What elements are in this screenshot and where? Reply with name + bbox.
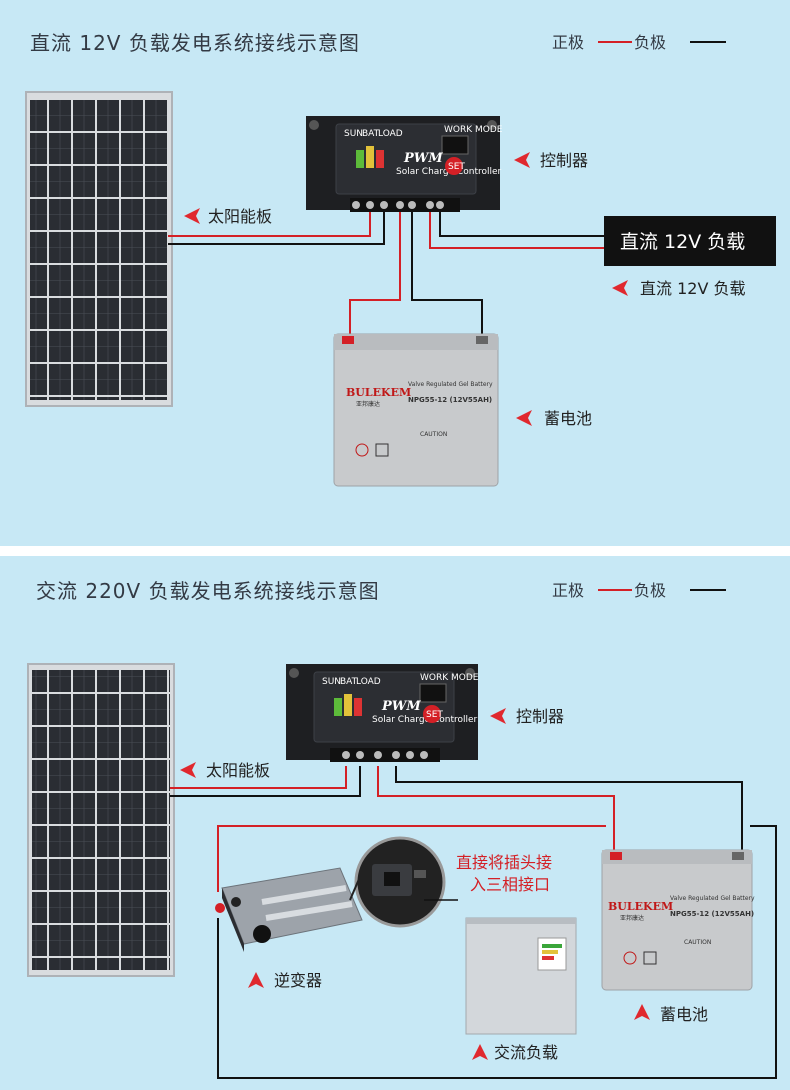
ac-title: 交流 220V 负载发电系统接线示意图 xyxy=(36,579,380,603)
inverter-arrow-icon xyxy=(248,972,264,988)
dc-solar-label: 太阳能板 xyxy=(208,207,272,226)
dc-title: 直流 12V 负载发电系统接线示意图 xyxy=(30,31,360,55)
controller-brand: PWM xyxy=(403,151,443,166)
battery2-logo-text: 亚邦康达 xyxy=(620,914,644,922)
solar-arrow-icon xyxy=(184,208,200,224)
battery-arrow-icon-2 xyxy=(634,1004,650,1020)
ac-inverter-label: 逆变器 xyxy=(274,971,322,990)
refrigerator-image xyxy=(465,917,577,1035)
dc-load-box-label: 直流 12V 负载 xyxy=(620,231,745,253)
controller-set-button xyxy=(445,157,463,175)
controller-arrow-icon-2 xyxy=(490,708,506,724)
ac-battery-label: 蓄电池 xyxy=(660,1005,708,1024)
controller2-brand: PWM xyxy=(381,699,421,714)
battery2-model: NPG55-12 (12V55AH) xyxy=(670,910,754,918)
controller-arrow-icon xyxy=(514,152,530,168)
battery2-brand: BULEKEM xyxy=(608,900,673,913)
controller-status-load: LOAD xyxy=(378,129,403,139)
legend-top: 正极 负极 xyxy=(552,33,726,52)
legend-positive-label-2: 正极 xyxy=(552,581,584,600)
controller2-set-label: SET xyxy=(426,710,443,720)
battery-model: NPG55-12 (12V55AH) xyxy=(408,396,492,404)
panel-divider xyxy=(0,546,790,556)
legend-positive-label: 正极 xyxy=(552,33,584,52)
battery-brand: BULEKEM xyxy=(346,386,411,399)
ac-wires xyxy=(170,766,777,1079)
battery-subtitle: Valve Regulated Gel Battery xyxy=(408,381,493,388)
charge-controller-image-2: SUN BAT LOAD WORK MODE PWM Solar Charge … xyxy=(286,664,479,762)
ac-controller-label: 控制器 xyxy=(516,707,564,726)
solar-arrow-icon-2 xyxy=(180,762,196,778)
controller-mode-label: WORK MODE xyxy=(444,125,503,135)
battery-image: BULEKEM Valve Regulated Gel Battery NPG5… xyxy=(333,333,499,487)
ac-note-line2: 入三相接口 xyxy=(470,875,550,894)
load-arrow-icon-2 xyxy=(472,1044,488,1060)
dc-battery-label: 蓄电池 xyxy=(544,409,592,428)
ac-solar-label: 太阳能板 xyxy=(206,761,270,780)
controller-set-label: SET xyxy=(448,162,465,172)
dc-load-label: 直流 12V 负载 xyxy=(640,279,745,298)
controller2-set-button xyxy=(423,705,441,723)
inverter-socket-zoom xyxy=(354,836,446,928)
controller2-status-bat: BAT xyxy=(340,677,358,687)
battery-caution: CAUTION xyxy=(420,431,447,438)
dc-load-box xyxy=(604,216,776,266)
battery-arrow-icon xyxy=(516,410,532,426)
solar-panel-image xyxy=(25,91,173,407)
inverter-image xyxy=(215,867,363,952)
legend-negative-label-2: 负极 xyxy=(634,581,666,600)
battery2-subtitle: Valve Regulated Gel Battery xyxy=(670,895,755,902)
ac-load-label: 交流负载 xyxy=(494,1043,558,1062)
legend-negative-label: 负极 xyxy=(634,33,666,52)
zoom-connector xyxy=(349,871,363,901)
load-arrow-icon xyxy=(612,280,628,296)
solar-panel-image-2 xyxy=(27,663,175,977)
dc-controller-label: 控制器 xyxy=(540,151,588,170)
controller-status-bat: BAT xyxy=(362,129,380,139)
battery-logo-text: 亚邦康达 xyxy=(356,400,380,408)
controller2-status-load: LOAD xyxy=(356,677,381,687)
dc-wires xyxy=(168,212,604,340)
controller2-status-sun: SUN xyxy=(322,677,341,687)
charge-controller-image: SUN BAT LOAD WORK MODE PWM Solar Charge … xyxy=(306,116,503,212)
battery-image-2: BULEKEM Valve Regulated Gel Battery NPG5… xyxy=(601,849,755,991)
controller2-mode-label: WORK MODE xyxy=(420,673,479,683)
controller2-subtitle: Solar Charge Controller xyxy=(372,715,478,725)
legend-bottom: 正极 负极 xyxy=(552,581,726,600)
battery2-caution: CAUTION xyxy=(684,939,711,946)
ac-note-line1: 直接将插头接 xyxy=(456,853,552,872)
controller-status-sun: SUN xyxy=(344,129,363,139)
